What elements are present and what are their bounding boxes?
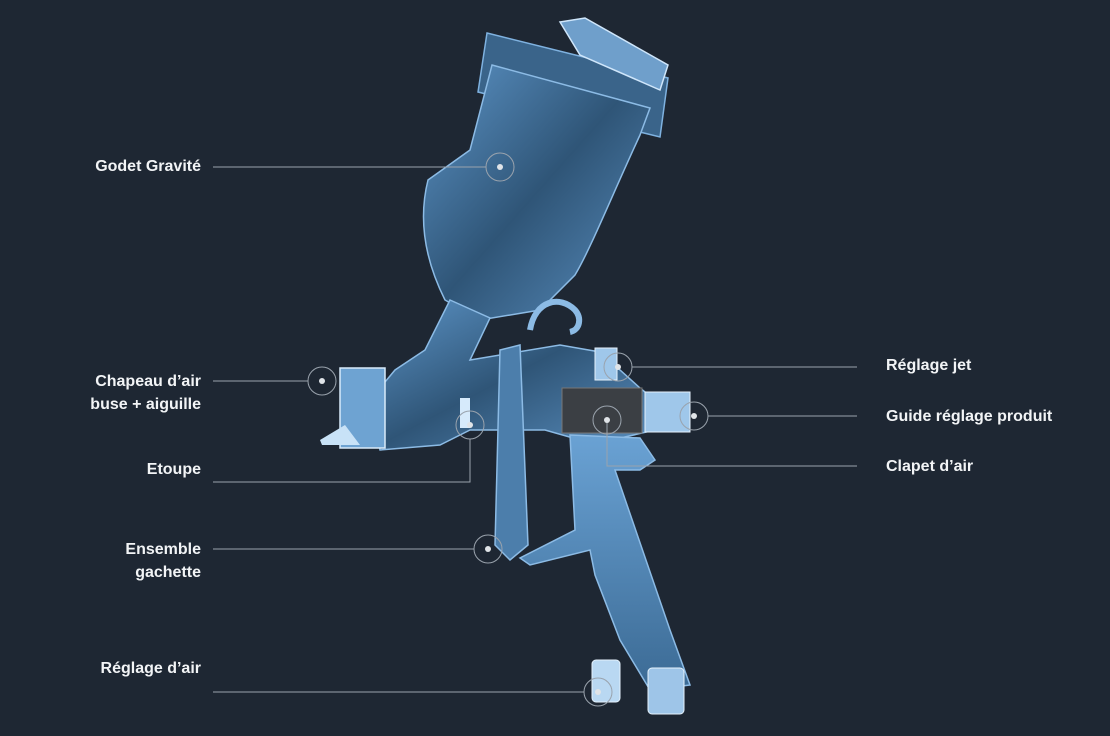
label-etoupe: Etoupe <box>146 461 201 478</box>
label-reglage-air: Réglage d’air <box>100 660 201 677</box>
label-chapeau-line1: Chapeau d’air <box>95 373 201 390</box>
label-gachette-line1: Ensemble <box>125 541 201 558</box>
trigger <box>494 344 529 562</box>
label-godet-gravite: Godet Gravité <box>95 158 201 175</box>
label-gachette-line2: gachette <box>135 564 201 581</box>
callout-lines <box>213 152 857 707</box>
label-chapeau-air: Chapeau d’air buse + aiguille <box>90 370 201 416</box>
label-reglage-jet: Réglage jet <box>886 357 972 374</box>
label-clapet-air: Clapet d’air <box>886 458 974 475</box>
label-chapeau-line2: buse + aiguille <box>90 396 201 413</box>
label-ensemble-gachette: Ensemble gachette <box>125 538 201 584</box>
label-guide-reglage-produit: Guide réglage produit <box>886 408 1053 425</box>
gun-body <box>320 298 692 715</box>
gravity-cup <box>422 17 669 321</box>
